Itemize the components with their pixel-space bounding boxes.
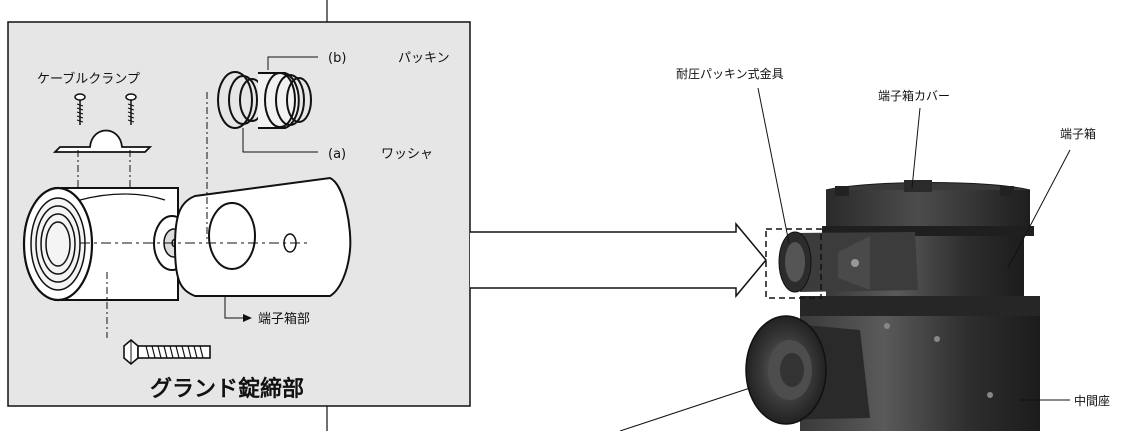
motor-cable-entry — [778, 231, 918, 293]
detail-dashed-box — [765, 228, 822, 299]
packing-leader — [267, 56, 318, 70]
packing-ring-group — [217, 71, 312, 129]
panel-title: グランド錠締部 — [150, 376, 304, 402]
connecting-arrow — [470, 221, 767, 299]
terminal-box-part-leader — [224, 296, 244, 319]
label-packing-letter: (b) — [328, 51, 346, 66]
pressure-fitting-leader — [757, 87, 790, 244]
motor-bolt-3 — [987, 392, 993, 398]
label-washer: ワッシャ — [381, 147, 433, 162]
cable-clamp — [52, 129, 153, 153]
label-cable-clamp: ケーブルクランプ — [37, 71, 140, 87]
label-middle-seat: 中間座 — [1074, 393, 1110, 408]
terminal-box-cover-leader — [911, 107, 921, 189]
label-terminal-box-part: 端子箱部 — [258, 311, 310, 327]
motor-front-gland — [745, 315, 870, 425]
clamp-screw-left — [74, 93, 86, 125]
right-panel: 耐圧パッキン式金具 端子箱カバー 端子箱 中間座 — [619, 66, 1110, 431]
motor-bolt-1 — [884, 323, 890, 329]
label-terminal-box-cover: 端子箱カバー — [878, 88, 950, 103]
terminal-box-leader — [1007, 149, 1071, 269]
motor-bolt-2 — [934, 336, 940, 342]
label-terminal-box: 端子箱 — [1060, 126, 1096, 141]
hex-bolt — [123, 338, 211, 366]
label-packing: パッキン — [398, 51, 450, 66]
terminal-box-body — [173, 176, 352, 297]
washer-leader — [242, 128, 318, 153]
label-washer-letter: (a) — [328, 147, 346, 162]
lower-gland-leader — [619, 387, 751, 431]
clamp-screw-right — [125, 93, 137, 125]
gland-nut — [22, 186, 191, 302]
terminal-box-part-arrowhead — [243, 314, 252, 322]
label-pressure-fitting: 耐圧パッキン式金具 — [676, 66, 784, 81]
left-panel: ケーブルクランプ (b) パッキン (a) ワッシャ 端子箱部 グランド錠締部 — [7, 0, 471, 431]
